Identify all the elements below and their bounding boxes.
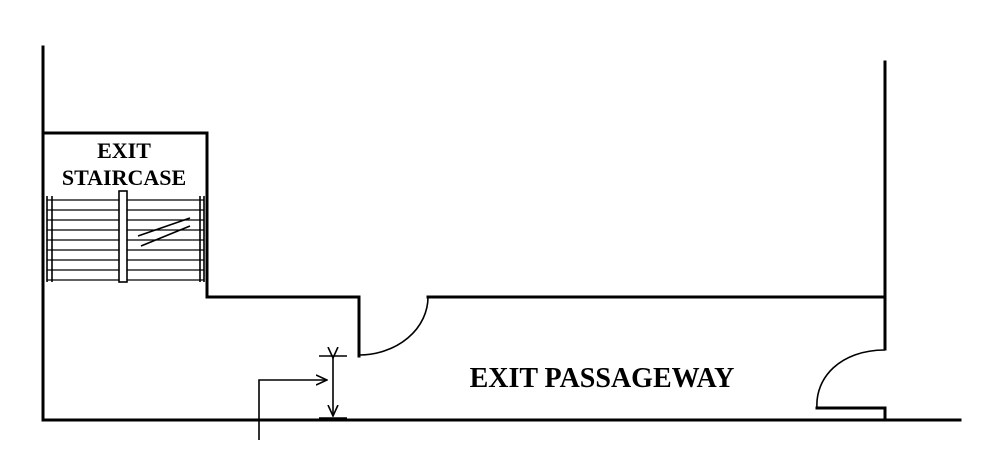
passageway-door-swing xyxy=(358,296,429,356)
passageway-label: EXIT PASSAGEWAY xyxy=(470,363,735,394)
staircase-label-line1: EXIT xyxy=(97,138,151,163)
building-walls xyxy=(41,45,962,422)
width-dimension xyxy=(258,356,347,440)
exit-door-swing xyxy=(816,349,886,409)
exit-staircase: EXIT STAIRCASE xyxy=(41,131,209,299)
stair-break-line xyxy=(137,217,191,237)
dimension-leader xyxy=(258,380,327,440)
stair-treads xyxy=(46,190,205,283)
stair-break-line xyxy=(140,225,191,247)
exit-passageway: EXIT PASSAGEWAY xyxy=(205,295,887,410)
staircase-label-line2: STAIRCASE xyxy=(62,165,186,190)
stair-center-handrail xyxy=(118,190,128,283)
